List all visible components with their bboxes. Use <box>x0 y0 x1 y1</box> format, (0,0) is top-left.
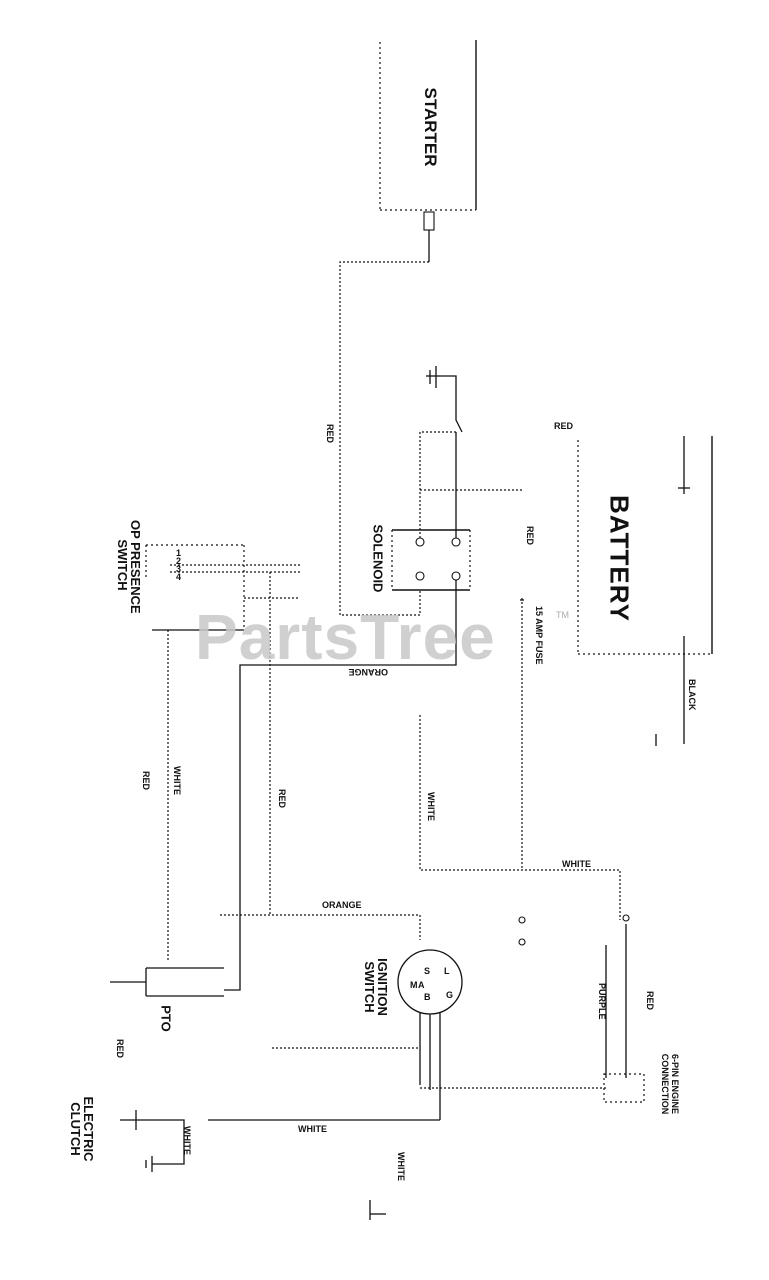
wire-label-white-right: WHITE <box>562 859 591 869</box>
wire-label-purple-engine: PURPLE <box>597 983 607 1020</box>
op-switch-terminal-2: 2 <box>176 556 182 566</box>
wire-label-red-op: RED <box>141 771 151 791</box>
ignition-switch-label-line1: IGNITION <box>375 958 390 1016</box>
wire-orange-ignition <box>220 914 421 940</box>
wire-label-white-clutch: WHITE <box>182 1126 192 1155</box>
electric-clutch-label: ELECTRIC CLUTCH <box>68 1089 96 1169</box>
ignition-terminal-s: S <box>424 966 431 976</box>
wire-label-red-engine: RED <box>645 991 655 1011</box>
pto-body <box>110 915 241 997</box>
wire-label-white-mid: WHITE <box>426 792 436 821</box>
ignition-terminal-l: L <box>444 966 450 976</box>
wire-label-red-solenoid: RED <box>525 526 535 546</box>
wire-label-red-top: RED <box>554 421 574 431</box>
ignition-terminal-b: B <box>424 992 431 1002</box>
engine-connection-label-line1: 6-PIN ENGINE <box>670 1053 680 1114</box>
watermark: PartsTree <box>195 601 496 673</box>
engine-connection-label: 6-PIN ENGINE CONNECTION <box>660 1044 680 1124</box>
engine-connection-body <box>603 924 645 1103</box>
battery-label: BATTERY <box>604 495 635 622</box>
wire-label-black-battery: BLACK <box>687 679 697 711</box>
solenoid-label: SOLENOID <box>370 524 386 593</box>
ignition-switch-body <box>397 949 463 1120</box>
op-switch-terminal-3: 3 <box>176 564 182 574</box>
ignition-terminal-m: M <box>410 980 418 990</box>
wire-label-white-bottom: WHITE <box>298 1124 327 1134</box>
engine-connection-label-line2: CONNECTION <box>660 1053 670 1115</box>
wire-solenoid-top-left <box>419 431 456 538</box>
wire-label-white-op: WHITE <box>172 766 182 795</box>
wire-solenoid-orange <box>239 580 457 915</box>
op-presence-switch-label-line1: OP PRESENCE <box>128 520 143 614</box>
op-switch-terminal-4: 4 <box>176 572 182 582</box>
starter-outline <box>379 40 477 262</box>
wire-label-orange-solenoid: ORANGE <box>348 667 388 677</box>
wire-red-starter <box>339 261 429 616</box>
electric-clutch-label-line1: ELECTRIC <box>81 1096 96 1162</box>
solenoid-body <box>391 529 471 591</box>
ignition-terminal-g: G <box>446 990 454 1000</box>
wire-label-orange-ignition: ORANGE <box>322 900 362 910</box>
ignition-switch-label: IGNITION SWITCH <box>362 947 390 1027</box>
ignition-terminal-a: A <box>418 980 425 990</box>
wire-label-white-bottom2: WHITE <box>396 1152 406 1181</box>
battery-outline <box>577 436 713 746</box>
watermark-trademark: TM <box>556 610 569 620</box>
op-switch-terminal-1: 1 <box>176 548 182 558</box>
op-presence-switch-label: OP PRESENCE SWITCH <box>115 520 143 614</box>
wire-label-red-starter: RED <box>325 424 335 444</box>
ground-symbol-top <box>426 366 463 433</box>
starter-label: STARTER <box>421 87 440 167</box>
wire-label-red-mid: RED <box>277 789 287 809</box>
wire-white-mid <box>419 715 621 920</box>
electric-clutch-body <box>120 1110 185 1172</box>
wire-label-red-pto: RED <box>115 1039 125 1059</box>
pto-label: PTO <box>158 1005 174 1032</box>
op-presence-switch-body <box>145 544 300 631</box>
fuse-label: 15 AMP FUSE <box>534 606 544 665</box>
